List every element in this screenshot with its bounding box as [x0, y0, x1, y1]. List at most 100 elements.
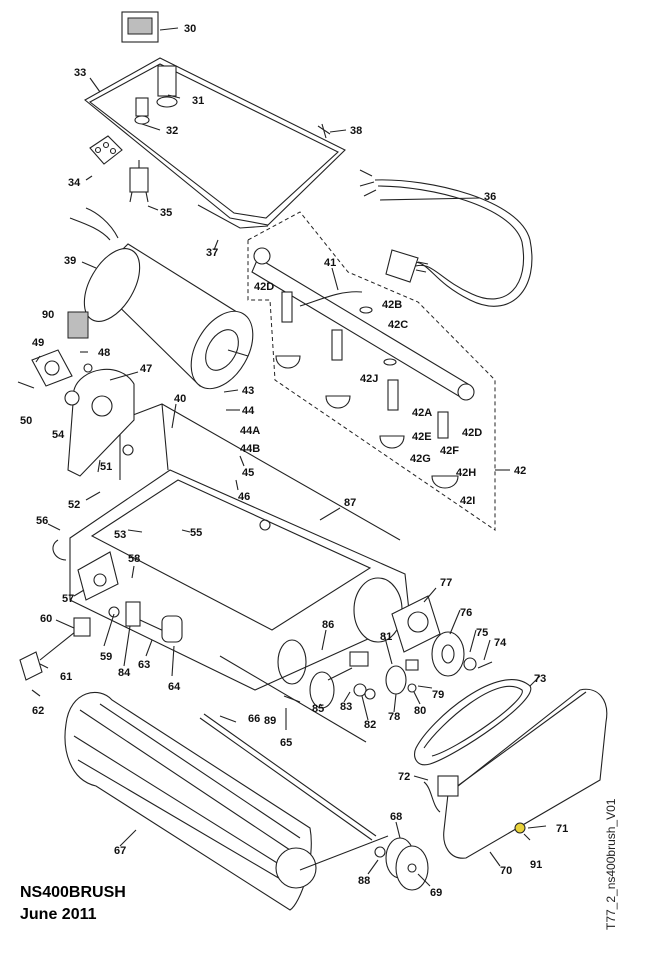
part-label-91: 91: [530, 859, 542, 871]
indicator-knob: [134, 97, 150, 125]
part-label-80: 80: [414, 705, 426, 717]
belt: [413, 679, 532, 766]
part-label-55: 55: [190, 527, 202, 539]
terminal-block: [89, 135, 123, 165]
part-label-50: 50: [20, 415, 32, 427]
part-label-44B: 44B: [240, 443, 260, 455]
part-label-85: 85: [312, 703, 324, 715]
part-label-41: 41: [324, 257, 336, 269]
part-label-44A: 44A: [240, 425, 260, 437]
harness-group-outline: [247, 211, 496, 531]
part-label-61: 61: [60, 671, 72, 683]
cable-gland: [156, 65, 178, 108]
part-label-42: 42: [514, 465, 526, 477]
gasket: [197, 204, 269, 229]
part-label-71: 71: [556, 823, 568, 835]
part-label-53: 53: [114, 529, 126, 541]
tensioner-parts: [108, 601, 183, 643]
part-labels: 30 31 32 33 34 35 36 37 38 39 41 42 42A …: [20, 23, 568, 899]
part-label-37: 37: [206, 247, 218, 259]
drawing-id-container: T77_2_ns400brush_V01: [604, 790, 624, 930]
bolt-89: [283, 695, 301, 703]
part-label-42B: 42B: [382, 299, 402, 311]
part-label-69: 69: [430, 887, 442, 899]
drive-bearing: [391, 595, 441, 653]
part-label-39: 39: [64, 255, 76, 267]
part-label-63: 63: [138, 659, 150, 671]
part-label-34: 34: [68, 177, 81, 189]
part-label-79: 79: [432, 689, 444, 701]
part-label-62: 62: [32, 705, 44, 717]
brush-motor: [69, 207, 254, 390]
side-plate: [67, 368, 135, 477]
brush-shaft: [199, 713, 377, 841]
part-label-42J: 42J: [360, 373, 378, 385]
rocker-switch: [121, 11, 159, 43]
part-label-90: 90: [42, 309, 54, 321]
part-label-54: 54: [52, 429, 65, 441]
part-label-75: 75: [476, 627, 488, 639]
part-label-44: 44: [242, 405, 255, 417]
part-label-70: 70: [500, 865, 512, 877]
drive-coupling: [309, 651, 419, 709]
part-label-86: 86: [322, 619, 334, 631]
part-label-31: 31: [192, 95, 204, 107]
part-label-42I: 42I: [460, 495, 475, 507]
bolt-50: [17, 381, 35, 389]
part-label-47: 47: [140, 363, 152, 375]
drive-pulley: [431, 631, 465, 677]
part-label-83: 83: [340, 701, 352, 713]
part-label-49: 49: [32, 337, 44, 349]
bolt-74: [477, 661, 493, 669]
part-label-84: 84: [118, 667, 131, 679]
part-label-30: 30: [184, 23, 196, 35]
part-label-48: 48: [98, 347, 110, 359]
part-label-59: 59: [100, 651, 112, 663]
bearing-54: [64, 390, 80, 406]
part-label-78: 78: [388, 711, 400, 723]
part-label-67: 67: [114, 845, 126, 857]
part-label-66: 66: [248, 713, 260, 725]
washer-75: [463, 657, 477, 671]
part-label-72: 72: [398, 771, 410, 783]
part-label-56: 56: [36, 515, 48, 527]
end-discs: [374, 837, 429, 891]
cover-seal: [423, 781, 441, 813]
part-label-35: 35: [160, 207, 172, 219]
part-label-42G: 42G: [410, 453, 431, 465]
part-label-64: 64: [168, 681, 181, 693]
part-label-40: 40: [174, 393, 186, 405]
part-label-43: 43: [242, 385, 254, 397]
part-label-42A: 42A: [412, 407, 432, 419]
part-label-42D-right: 42D: [462, 427, 482, 439]
warning-label: [67, 311, 89, 339]
leader-lines: [31, 27, 541, 887]
part-label-68: 68: [390, 811, 402, 823]
belt-cover: [437, 688, 608, 859]
lid-screw: [317, 123, 331, 139]
part-label-89: 89: [264, 715, 276, 727]
part-label-60: 60: [40, 613, 52, 625]
harness-bar: [251, 247, 475, 401]
nut-48: [83, 363, 93, 373]
part-label-87: 87: [344, 497, 356, 509]
flange-bearing: [31, 349, 73, 387]
fittings: [275, 291, 459, 489]
part-label-32: 32: [166, 125, 178, 137]
part-label-52: 52: [68, 499, 80, 511]
part-label-57: 57: [62, 593, 74, 605]
part-label-38: 38: [350, 125, 362, 137]
part-label-77: 77: [440, 577, 452, 589]
part-label-76: 76: [460, 607, 472, 619]
power-cord: [359, 169, 533, 307]
part-label-36: 36: [484, 191, 496, 203]
part-label-42C: 42C: [388, 319, 408, 331]
document-title: NS400BRUSH: [20, 884, 126, 901]
part-label-65: 65: [280, 737, 292, 749]
screw-71: [527, 825, 547, 829]
part-label-42E: 42E: [412, 431, 432, 443]
part-label-42H: 42H: [456, 467, 476, 479]
part-label-51: 51: [100, 461, 112, 473]
